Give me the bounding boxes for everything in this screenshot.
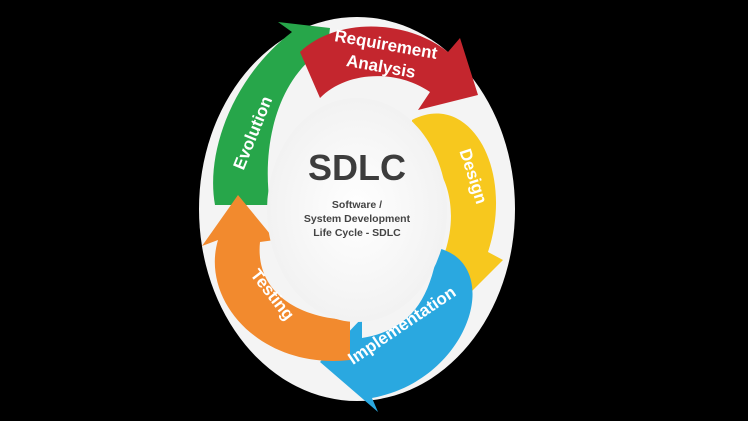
center-subtitle-line-1: Software / — [332, 199, 382, 211]
stage-arrow-evolution — [213, 22, 330, 205]
center-subtitle-line-2: System Development — [304, 213, 411, 225]
stage-arrow-implementation — [320, 248, 473, 412]
stage-arrow-requirement — [300, 26, 478, 110]
center-hub — [267, 98, 447, 322]
center-title: SDLC — [308, 147, 406, 188]
stage-arrow-testing — [202, 195, 350, 361]
center-subtitle-line-3: Life Cycle - SDLC — [313, 227, 401, 239]
